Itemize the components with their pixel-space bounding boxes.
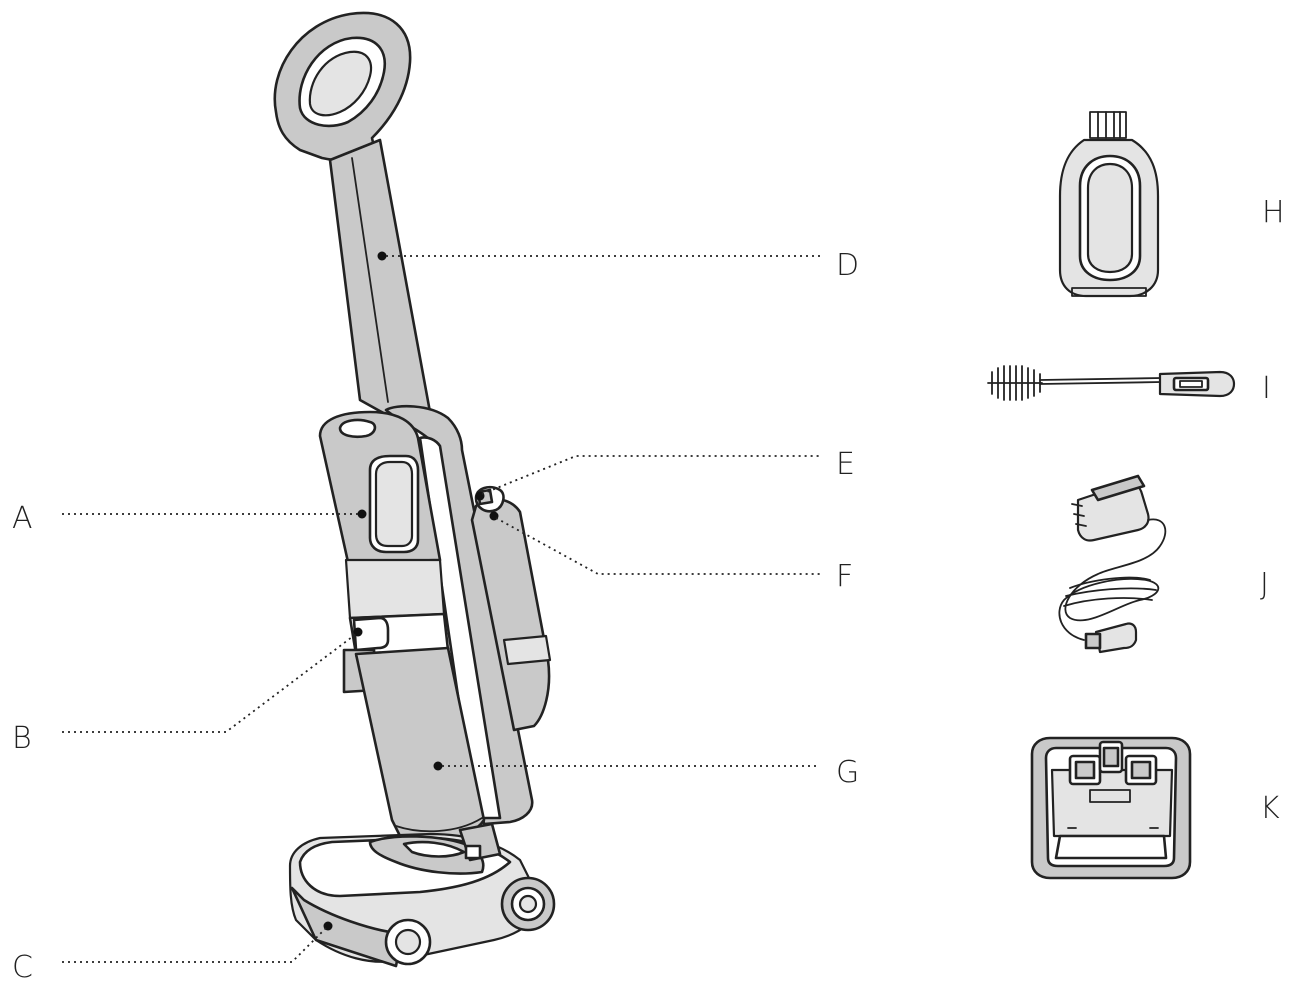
label-k: K [1260,791,1280,826]
label-a: A [12,501,33,536]
cleaning-brush-tool [987,365,1236,401]
label-d: D [836,248,859,283]
floor-cleaner-illustration [273,11,556,968]
power-adapter [1058,474,1167,654]
leader-lines [62,255,820,963]
dirty-water-tank [318,410,442,564]
callout-dot-g [433,761,443,771]
label-h: H [1262,195,1285,230]
label-f: F [836,559,853,594]
callout-dot-a [357,509,367,519]
brush-bristles [987,365,1043,401]
callout-labels: A B C D E F G H I J K [12,195,1285,985]
cleaning-solution-bottle [1058,111,1160,298]
floor-brush-head [288,822,556,968]
label-e: E [836,447,855,482]
label-j: J [1260,567,1269,602]
label-g: G [836,755,859,790]
leader-line-e [481,455,820,495]
handle-shaft [328,138,432,422]
handle-grip [273,11,412,162]
charging-base [1030,736,1192,880]
body-frame [384,404,534,826]
leader-line-c [62,927,327,963]
label-c: C [12,950,33,985]
callout-dot-d [377,251,387,261]
label-i: I [1262,371,1271,406]
leader-line-f [495,517,820,575]
label-b: B [12,721,32,756]
battery-pack [470,485,552,732]
callout-dot-b [353,627,363,637]
leader-line-b [62,633,357,733]
